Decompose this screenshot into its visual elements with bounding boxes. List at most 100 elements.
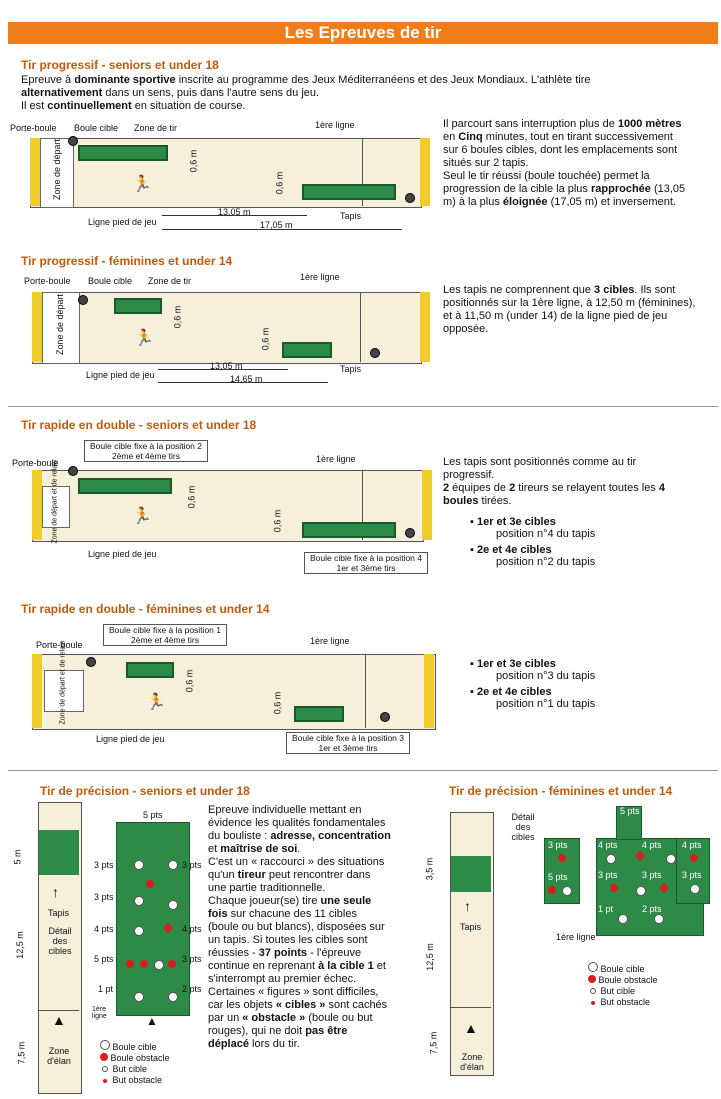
obstacle-ball <box>548 886 556 894</box>
legend-item: Boule obstacle <box>588 975 688 986</box>
height-dim: 0,6 m <box>260 327 271 351</box>
target-ball <box>690 884 700 894</box>
points-label: 4 pts <box>598 840 618 850</box>
callout-top: Boule cible fixe à la position 1 2ème et… <box>103 624 227 646</box>
ligne-pied-label: Ligne pied de jeu <box>88 549 157 559</box>
target-ball <box>666 854 676 864</box>
callout-text: Boule cible fixe à la position 4 <box>310 553 422 563</box>
zone-depart <box>44 670 84 712</box>
callout-text: Boule cible fixe à la position 2 <box>90 441 202 451</box>
section-title: Tir rapide en double - féminines et unde… <box>21 602 270 616</box>
playing-field <box>32 292 422 364</box>
targets-detail <box>116 822 190 1016</box>
diagram-progressif-feminines: Zone de départ Porte-boule Boule cible Z… <box>10 270 430 385</box>
callout-text: 2ème et 4ème tirs <box>130 635 200 645</box>
points-label: 3 pts <box>642 870 662 880</box>
obstacle-ball <box>146 880 154 888</box>
points-label: 5 pts <box>620 806 640 816</box>
obstacle-ball <box>690 854 698 862</box>
text-line: Les tapis sont positionnés comme au tir <box>443 456 637 468</box>
first-line-label: 1ère ligne <box>92 1006 107 1020</box>
points-label: 3 pts <box>598 870 618 880</box>
text-line: situés sur 2 tapis. <box>443 157 529 169</box>
obstacle-ball <box>168 960 176 968</box>
zone-tir-label: Zone de tir <box>134 123 178 133</box>
target-ball <box>168 900 178 910</box>
end-zone <box>424 654 434 728</box>
legend: Boule cible Boule obstacle But cible But… <box>588 962 688 1008</box>
section-title: Tir progressif - féminines et under 14 <box>21 254 233 268</box>
player-icon: 🏃 <box>146 694 166 711</box>
points-label: 5 pts <box>94 954 114 964</box>
target-ball <box>618 914 628 924</box>
text-line: continue en reprenant à la cible 1 et <box>208 960 386 972</box>
points-label: 2 pts <box>182 984 202 994</box>
text-line: Epreuve à dominante sportive inscrite au… <box>21 74 591 86</box>
points-label: 5 pts <box>548 872 568 882</box>
arrow-up-icon: ▲ <box>464 1020 478 1036</box>
mat-top <box>78 478 172 494</box>
porte-boule-label: Porte-boule <box>24 276 71 286</box>
target-ball <box>636 886 646 896</box>
zone-depart-label: Zone de départ <box>55 293 65 355</box>
mat-bottom <box>294 706 344 722</box>
text-line: et à 11,50 m (under 14) de la ligne pied… <box>443 310 668 322</box>
player-icon: 🏃 <box>132 508 152 525</box>
target-ball <box>134 926 144 936</box>
separator <box>8 406 718 407</box>
legend-label: But cible <box>110 1064 148 1074</box>
text-line: un tapis. Si toutes les cibles sont <box>208 934 368 946</box>
mat-bottom <box>282 342 332 358</box>
points-label: 4 pts <box>682 840 702 850</box>
callout-bottom: Boule cible fixe à la position 3 1er et … <box>286 732 410 754</box>
text-line: par un « obstacle » (boule ou but <box>208 1012 373 1024</box>
end-zone <box>32 654 42 728</box>
obstacle-ball <box>660 884 668 892</box>
bullet-head: ▪ 1er et 3e cibles <box>470 658 556 670</box>
legend-marker <box>100 1040 110 1050</box>
points-label: 3 pts <box>548 840 568 850</box>
porte-boule-label: Porte-boule <box>36 640 83 650</box>
height-dim: 0,6 m <box>186 485 197 509</box>
points-label: 1 pt <box>98 984 114 994</box>
bullet-sub: position n°1 du tapis <box>496 698 596 710</box>
zone-depart <box>42 486 70 528</box>
target-ball <box>606 854 616 864</box>
callout-text: 1er et 3ème tirs <box>336 563 396 573</box>
zone-depart <box>40 138 74 208</box>
legend-label: But cible <box>598 986 636 996</box>
lane <box>450 812 494 1076</box>
text-line: progression de la cible la plus rapproch… <box>443 183 686 195</box>
end-zone <box>32 470 42 540</box>
diagram-double-feminines: Boule cible fixe à la position 1 2ème et… <box>10 622 440 757</box>
first-line-label: 1ère ligne <box>315 120 355 130</box>
distance-dim: 13,05 m <box>210 361 243 371</box>
first-line <box>365 654 366 728</box>
porte-boule-icon <box>405 193 415 203</box>
points-label: 3 pts <box>182 954 202 964</box>
dim-line <box>162 229 402 230</box>
bullet-head: ▪ 2e et 4e cibles <box>470 544 552 556</box>
legend-marker <box>100 1053 108 1061</box>
separator <box>8 770 718 771</box>
target-ball <box>154 960 164 970</box>
legend-label: Boule cible <box>110 1042 157 1052</box>
text-line: une partie traditionnelle. <box>208 882 326 894</box>
target-ball <box>168 860 178 870</box>
playing-field <box>32 654 436 730</box>
legend-marker <box>103 1079 107 1083</box>
legend-item: Boule cible <box>588 962 688 975</box>
distance-dim: 13,05 m <box>218 207 251 217</box>
zone-depart-label: Zone de départ et de relais <box>51 459 59 544</box>
text-line: boules tirées. <box>443 495 512 507</box>
obstacle-ball <box>140 960 148 968</box>
text-line: progressif. <box>443 469 495 481</box>
text-line: Chaque joueur(se) tire une seule <box>208 895 372 907</box>
first-line-label: 1ère ligne <box>310 636 350 646</box>
dim-12m: 12,5 m <box>424 943 435 971</box>
obstacle-ball <box>164 924 172 932</box>
height-dim: 0,6 m <box>272 509 283 533</box>
text-line: s'interrompt au premier échec. <box>208 973 357 985</box>
